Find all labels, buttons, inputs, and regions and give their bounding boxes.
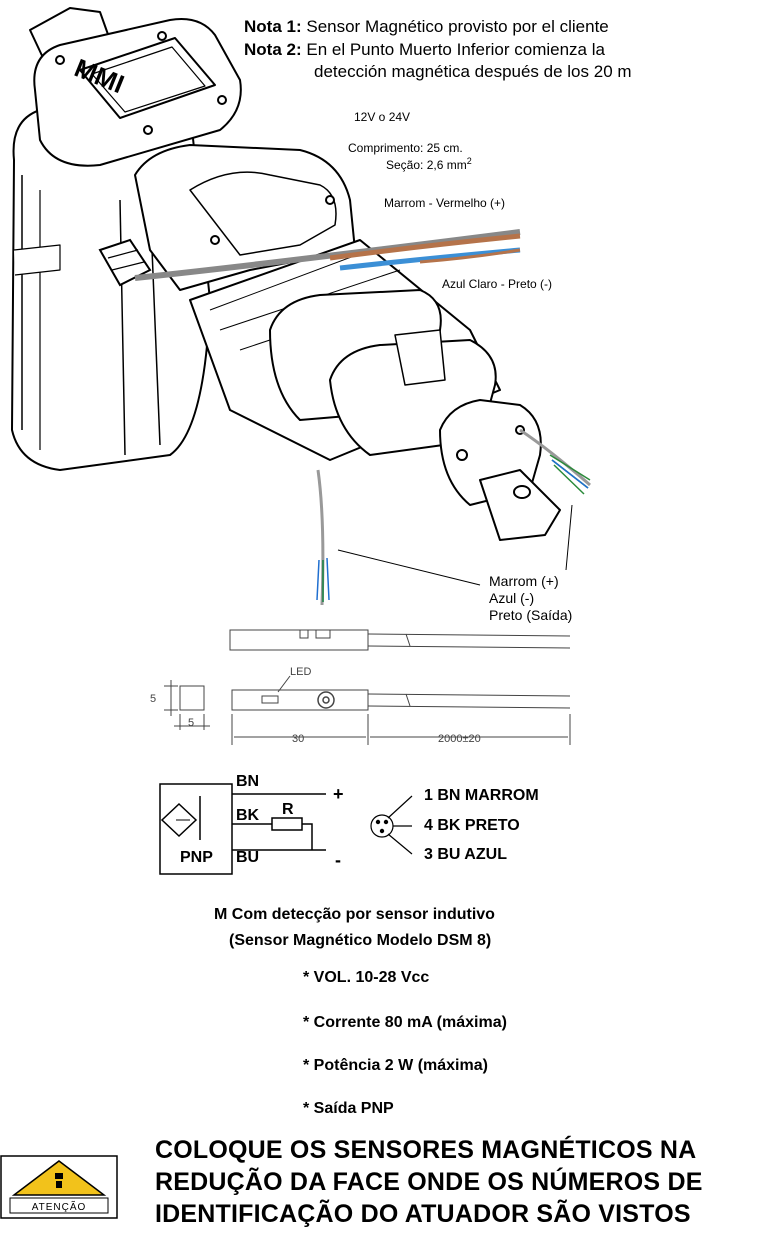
cable-gland xyxy=(98,238,152,287)
wiring-schematic: BN BK BU R PNP + - xyxy=(159,773,344,875)
warning-line2: REDUÇÃO DA FACE ONDE OS NÚMEROS DE xyxy=(155,1168,703,1196)
spec-output: * Saída PNP xyxy=(303,1100,394,1117)
warning-line1: COLOQUE OS SENSORES MAGNÉTICOS NA xyxy=(155,1136,697,1164)
pin-3-label: 3 BU AZUL xyxy=(424,846,507,863)
sensor-symbol xyxy=(160,802,198,838)
note-2-line1: En el Punto Muerto Inferior comienza la xyxy=(306,40,605,59)
note-1: Nota 1: Sensor Magnético provisto por el… xyxy=(244,17,609,37)
note-1-label: Nota 1: xyxy=(244,17,302,36)
note-1-text: Sensor Magnético provisto por el cliente xyxy=(306,17,609,36)
cable-section: Seção: 2,6 mm2 xyxy=(386,156,472,172)
pin-1-label: 1 BN MARROM xyxy=(424,787,539,804)
pin-4-label: 4 BK PRETO xyxy=(424,817,520,834)
cable-length-label: Comprimento xyxy=(348,141,421,155)
r-label: R xyxy=(282,801,294,818)
voltage-label: 12V o 24V xyxy=(354,110,411,124)
bn-label: BN xyxy=(236,773,259,790)
cable-section-value: : 2,6 mm xyxy=(420,158,467,172)
sensor-wire-black: Preto (Saída) xyxy=(489,607,573,623)
note-2-line2: detección magnética después de los 20 m xyxy=(314,62,632,81)
sensor-dimension-drawing: LED 5 5 30 2000±20 xyxy=(150,629,571,745)
sensor-top-view xyxy=(229,629,369,651)
pnp-box xyxy=(159,783,233,875)
cable-length-value: : 25 cm. xyxy=(420,141,463,155)
spec-voltage: * VOL. 10-28 Vcc xyxy=(303,969,430,986)
bu-label: BU xyxy=(236,849,259,866)
cable-length: Comprimento: 25 cm. xyxy=(348,141,463,155)
actuator-drawing: MMI xyxy=(11,7,591,606)
description-line2: (Sensor Magnético Modelo DSM 8) xyxy=(229,932,492,949)
sensor-wire-blue: Azul (-) xyxy=(489,590,535,606)
dim-width: 5 xyxy=(188,717,194,729)
description-line1: M Com detecção por sensor indutivo xyxy=(214,906,495,923)
cable-section-sup: 2 xyxy=(466,156,472,166)
spec-power: * Potência 2 W (máxima) xyxy=(303,1057,488,1074)
dim-height: 5 xyxy=(150,693,156,705)
brown-wire xyxy=(329,233,521,261)
resistor xyxy=(271,817,303,831)
sensor-cable-bottom xyxy=(316,469,325,606)
dim-cable-length: 2000±20 xyxy=(438,733,481,745)
bk-label: BK xyxy=(236,807,260,824)
wire-positive-label: Marrom - Vermelho (+) xyxy=(384,196,506,210)
connector-face xyxy=(370,814,394,838)
connector-pinout xyxy=(370,795,413,855)
warning-line3: IDENTIFICAÇÃO DO ATUADOR SÃO VISTOS xyxy=(155,1200,691,1228)
note-2-label: Nota 2: xyxy=(244,40,302,59)
spec-current: * Corrente 80 mA (máxima) xyxy=(303,1014,507,1031)
warning-badge: ATENÇÃO xyxy=(0,1155,118,1219)
dim-length: 30 xyxy=(292,733,304,745)
minus-label: - xyxy=(335,850,341,870)
wire-negative-label: Azul Claro - Preto (-) xyxy=(442,277,553,291)
led-label: LED xyxy=(290,666,311,678)
sensor-side-view xyxy=(231,689,369,711)
cable-section-label: Seção xyxy=(386,158,421,172)
sensor-wire-brown: Marrom (+) xyxy=(489,573,559,589)
sensor-end-view xyxy=(179,685,205,711)
note-2: Nota 2: En el Punto Muerto Inferior comi… xyxy=(244,40,605,60)
warning-badge-label: ATENÇÃO xyxy=(32,1200,87,1213)
plus-label: + xyxy=(333,784,344,804)
sensor-cable-right xyxy=(519,428,591,487)
pnp-label: PNP xyxy=(180,849,213,866)
main-cable xyxy=(134,229,521,281)
